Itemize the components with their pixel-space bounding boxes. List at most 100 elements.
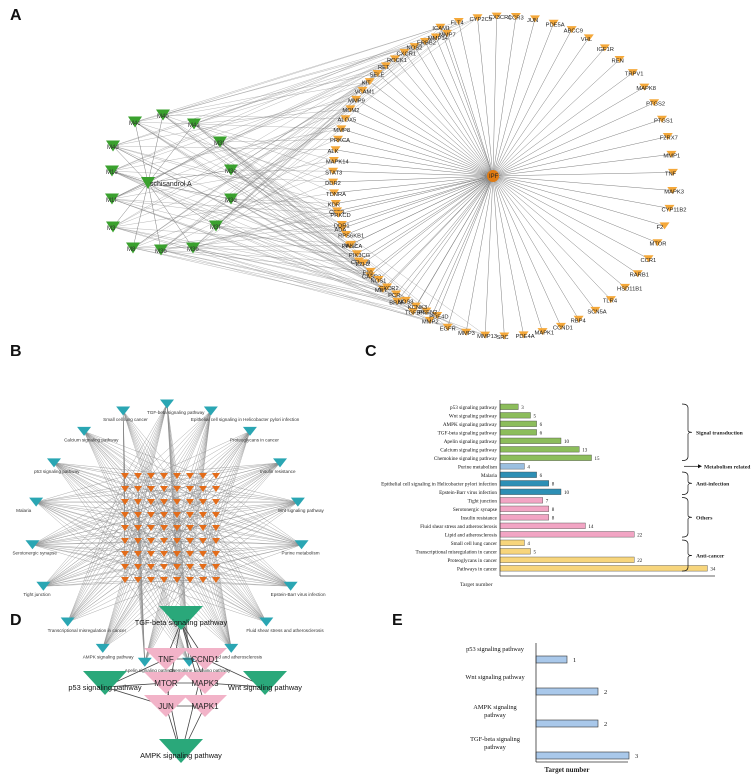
edge bbox=[176, 514, 190, 663]
gene-label: PIK3CG bbox=[349, 253, 371, 259]
edge bbox=[124, 403, 168, 581]
edge bbox=[32, 488, 152, 545]
target-node bbox=[212, 577, 220, 583]
edge bbox=[132, 118, 346, 249]
gene-node bbox=[664, 204, 675, 212]
gene-label: ROCK1 bbox=[387, 58, 407, 64]
edge bbox=[144, 514, 191, 663]
edge bbox=[492, 175, 596, 311]
edge bbox=[53, 462, 191, 490]
pathway-label: p53 signaling pathway bbox=[68, 683, 141, 692]
edge bbox=[458, 21, 494, 177]
edge bbox=[189, 501, 298, 555]
edge bbox=[36, 475, 178, 503]
edge bbox=[123, 410, 178, 516]
edge bbox=[369, 81, 494, 177]
gene-node bbox=[421, 307, 432, 315]
edge bbox=[102, 566, 204, 649]
edge bbox=[230, 169, 342, 225]
edge bbox=[150, 488, 232, 649]
target-node bbox=[160, 473, 168, 479]
edge bbox=[43, 488, 191, 587]
gene-label: JUN bbox=[158, 702, 174, 711]
gene-node bbox=[328, 167, 339, 175]
pathway-label: Proteoglycans in cancer bbox=[230, 437, 279, 442]
bar bbox=[535, 719, 599, 728]
edge bbox=[53, 462, 139, 503]
target-node bbox=[147, 551, 155, 557]
edge bbox=[492, 136, 668, 177]
bar-label: Pathways in cancer bbox=[457, 567, 497, 573]
edge bbox=[150, 431, 251, 503]
edge bbox=[337, 175, 494, 212]
bar-label: Tight junction bbox=[468, 499, 498, 505]
gene-label: MTOR bbox=[154, 679, 178, 688]
pathway-node bbox=[182, 657, 197, 667]
bracket bbox=[681, 403, 693, 461]
edge bbox=[492, 175, 638, 274]
target-node bbox=[134, 525, 142, 531]
gene-label: DDR1 bbox=[334, 223, 350, 229]
edge bbox=[102, 475, 204, 649]
edge bbox=[150, 544, 302, 555]
compound-node bbox=[154, 244, 168, 256]
gene-node bbox=[400, 296, 411, 304]
edge bbox=[67, 488, 126, 623]
edge bbox=[112, 58, 396, 147]
edge bbox=[150, 431, 251, 516]
edge bbox=[53, 462, 139, 542]
edge bbox=[492, 175, 612, 300]
edge bbox=[358, 175, 494, 262]
edge bbox=[189, 411, 212, 581]
gene-node bbox=[605, 296, 616, 304]
edge bbox=[335, 149, 494, 177]
edge bbox=[492, 175, 579, 320]
edge bbox=[230, 118, 346, 171]
edge bbox=[43, 527, 191, 587]
edge bbox=[180, 621, 206, 660]
target-node bbox=[160, 551, 168, 557]
gene-label: ALK bbox=[328, 149, 339, 155]
edge bbox=[335, 175, 494, 204]
edge bbox=[102, 540, 204, 649]
bar bbox=[499, 505, 549, 512]
target-node bbox=[147, 577, 155, 583]
edge bbox=[150, 501, 302, 545]
edge bbox=[137, 410, 211, 568]
edge bbox=[124, 579, 291, 587]
edge bbox=[124, 403, 168, 503]
gene-label: NOS1 bbox=[371, 278, 387, 284]
edge bbox=[53, 462, 191, 568]
edge bbox=[202, 544, 302, 581]
edge bbox=[53, 462, 139, 568]
gene-label: ICAM1 bbox=[432, 26, 450, 32]
edge bbox=[219, 141, 352, 245]
pathway-node bbox=[137, 657, 152, 667]
edge bbox=[67, 475, 178, 623]
bar bbox=[499, 531, 635, 538]
edge bbox=[202, 514, 232, 649]
edge bbox=[36, 501, 126, 516]
edge bbox=[111, 198, 364, 263]
edge bbox=[193, 123, 486, 336]
edge bbox=[165, 621, 182, 660]
edge bbox=[112, 33, 448, 147]
edge bbox=[112, 52, 405, 228]
panel-b-label: B bbox=[10, 343, 22, 360]
gene-label: SCN5A bbox=[587, 309, 606, 315]
edge bbox=[160, 108, 351, 251]
edge bbox=[112, 145, 338, 212]
pathway-label: Small cell lung cancer bbox=[103, 417, 148, 422]
bar-value: 22 bbox=[637, 534, 643, 539]
edge bbox=[193, 123, 398, 302]
gene-node bbox=[614, 56, 625, 64]
edge bbox=[104, 682, 167, 688]
pathway-node bbox=[294, 540, 309, 550]
gene-label: CXCR1 bbox=[397, 51, 417, 57]
edge bbox=[144, 488, 191, 663]
edge bbox=[83, 431, 152, 529]
edge bbox=[83, 431, 204, 503]
edge bbox=[166, 403, 178, 555]
edge bbox=[492, 37, 589, 177]
edge bbox=[32, 544, 152, 581]
